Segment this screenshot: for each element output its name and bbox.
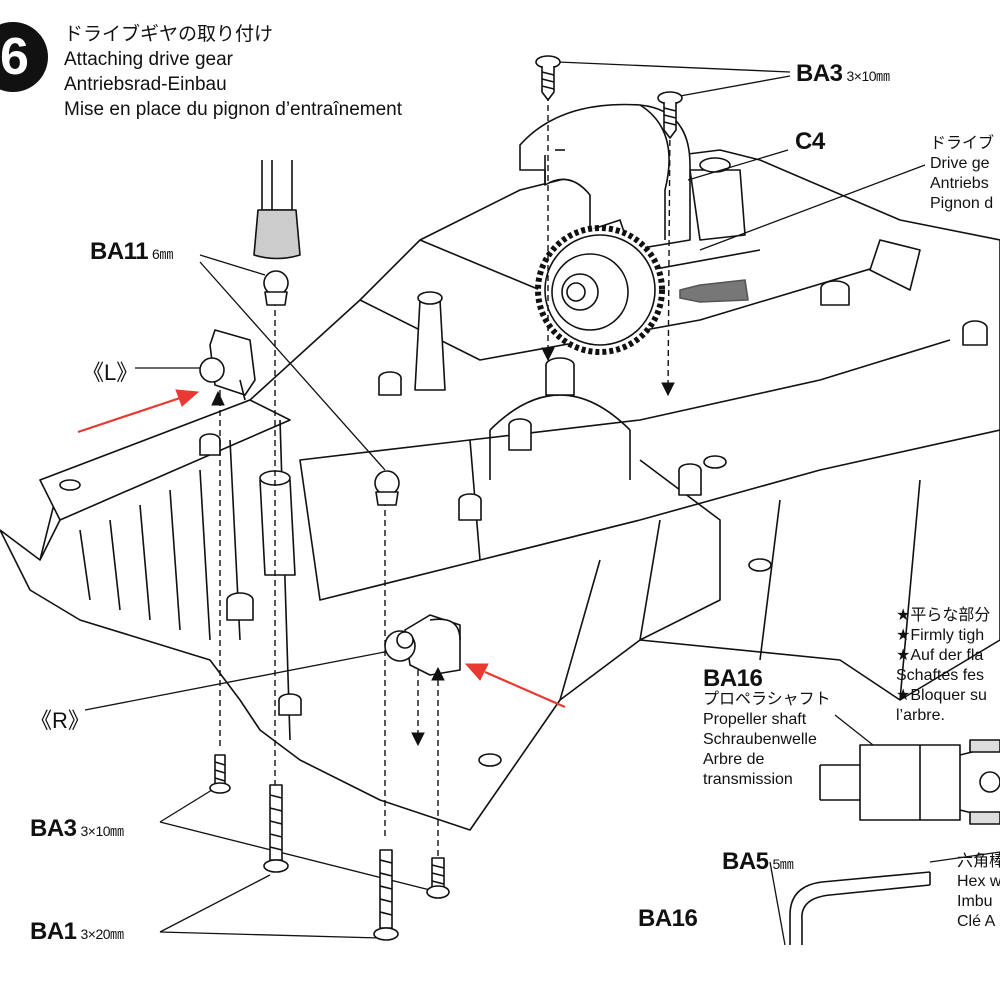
side-label-left: 《L》 [82,360,139,385]
step-number-badge: 6 [0,22,48,92]
flat-part-note: ★平らな部分 ★Firmly tigh ★Auf der fla Schafte… [896,607,991,724]
hex-wrench [789,871,931,945]
label-ba16-bottom: BA16 [638,905,698,932]
chassis-outline [0,149,1000,831]
step-title: ドライブギヤの取り付け Attaching drive gear Antrieb… [64,22,402,122]
label-ba16-propeller: BA16 [703,665,763,692]
label-c4: C4 [795,128,825,155]
screw-ba3-top [535,55,683,139]
screw-ba3-bottom [209,754,450,899]
part-right [384,614,461,676]
side-label-right: 《R》 [30,708,90,733]
title-ja: ドライブギヤの取り付け [64,24,274,45]
drive-gear-note: ドライブ Drive ge Antriebs Pignon d [930,135,995,212]
propeller-shaft-note: プロペラシャフト Propeller shaft Schraubenwelle … [703,691,831,788]
screw-ba1 [263,784,399,941]
part-left [199,329,256,401]
hex-driver [253,160,301,260]
title-en: Attaching drive gear [64,49,233,70]
ball-connector-ba11 [263,270,400,506]
drive-gear [535,225,665,355]
red-arrows [77,389,566,709]
gear-cover-c4 [519,103,691,251]
propeller-shaft [819,739,1000,825]
title-de: Antriebsrad-Einbau [64,74,227,95]
hex-wrench-note: 六角棒 Hex w Imbu Clé A [957,853,1000,930]
title-fr: Mise en place du pignon d’entraînement [64,99,403,120]
